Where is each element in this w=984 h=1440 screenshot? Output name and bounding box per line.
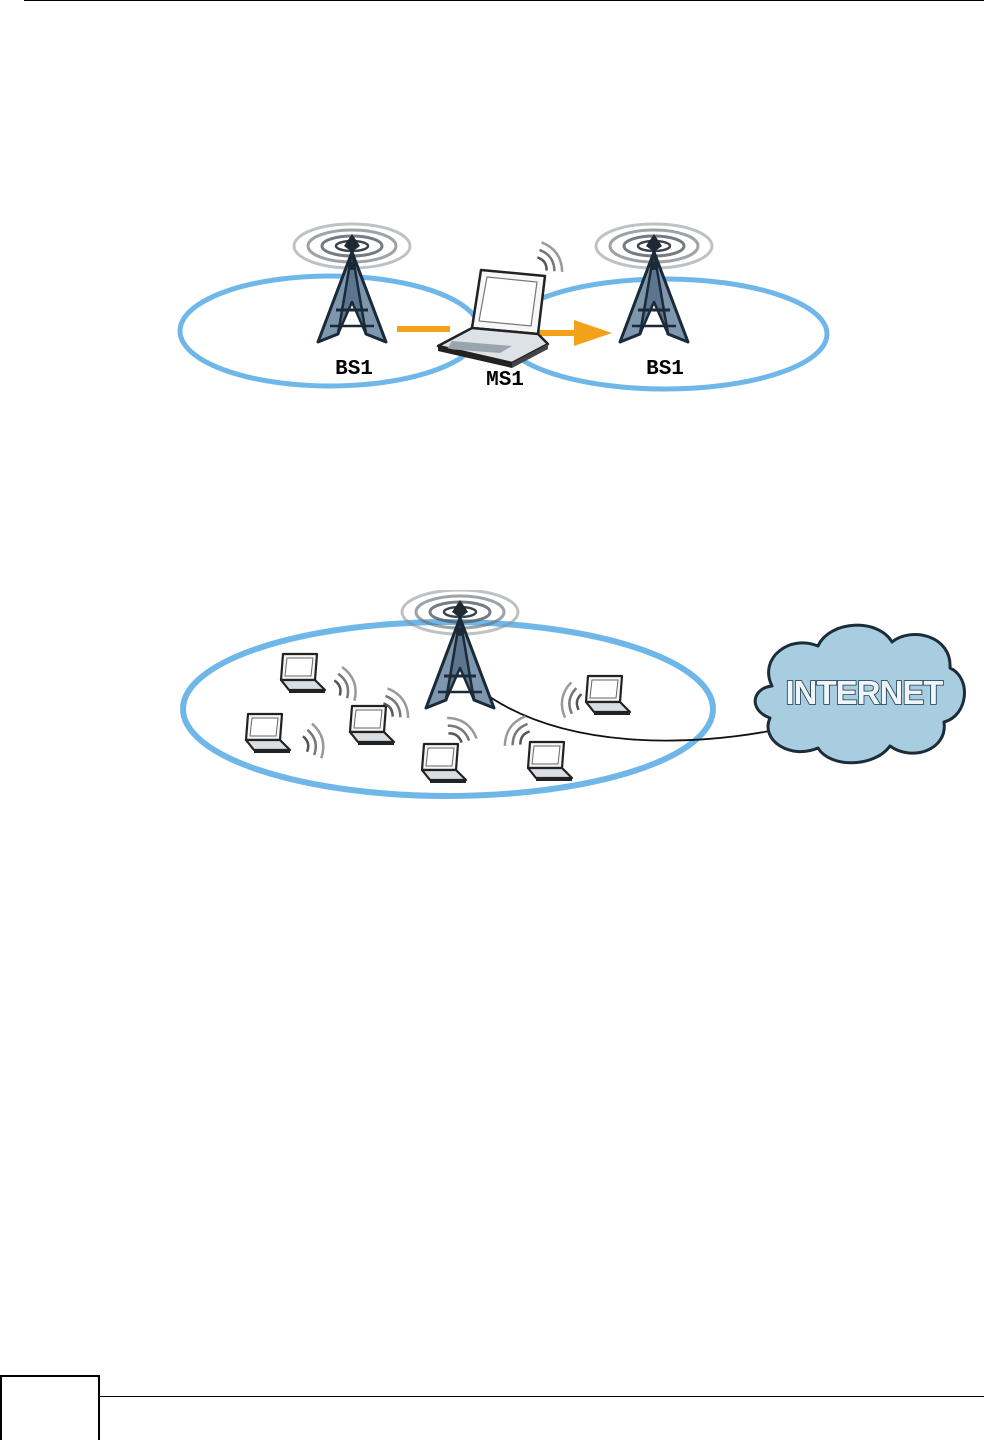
- base-station-label-left: BS1: [335, 358, 373, 381]
- wireless-signal-icon: [331, 665, 360, 705]
- base-station-tower-icon: [402, 590, 518, 708]
- wireless-signal-icon: [300, 722, 327, 761]
- laptop-icon: [528, 742, 572, 781]
- base-station-label-right: BS1: [646, 358, 684, 381]
- laptop-icon: [438, 270, 548, 368]
- wireless-signal-icon: [559, 681, 583, 720]
- footer-rule: [100, 1396, 984, 1397]
- header-rule: [24, 0, 984, 1]
- mobile-station-label: MS1: [486, 369, 524, 392]
- laptop-icon: [246, 714, 290, 753]
- laptop-icon: [422, 744, 466, 783]
- network-figure: INTERNET: [0, 590, 984, 810]
- laptop-icon: [281, 654, 325, 693]
- laptop-icon: [586, 676, 630, 715]
- internet-cloud-icon: INTERNET: [755, 625, 964, 763]
- handover-figure: BS1 MS1 BS1: [0, 210, 984, 410]
- wireless-signal-icon: [532, 239, 567, 279]
- laptop-icon: [350, 706, 394, 745]
- internet-label: INTERNET: [786, 674, 944, 711]
- arrow-icon: [538, 320, 612, 346]
- page-number-box: [0, 1375, 100, 1440]
